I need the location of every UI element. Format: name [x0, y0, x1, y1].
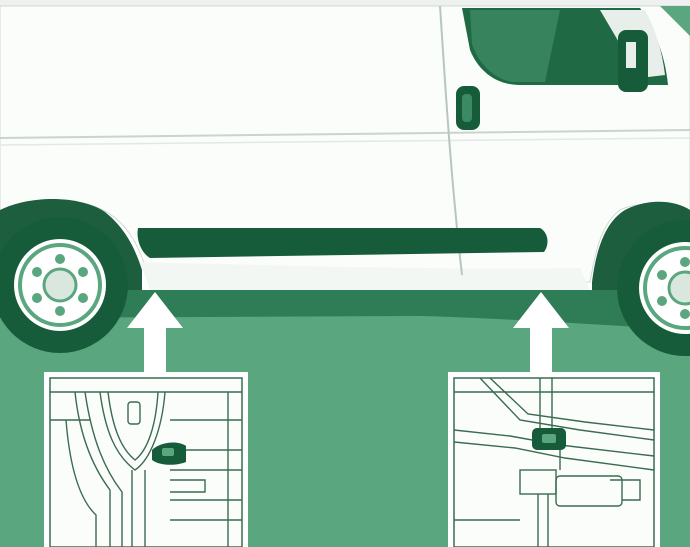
inset-front-jacking-point: [46, 374, 246, 547]
top-band: [0, 0, 690, 6]
inset-rear-jacking-point: [450, 374, 658, 547]
door-handle-inner: [462, 94, 472, 122]
jacking-point-marker: [532, 428, 566, 450]
mirror-highlight: [626, 42, 636, 68]
